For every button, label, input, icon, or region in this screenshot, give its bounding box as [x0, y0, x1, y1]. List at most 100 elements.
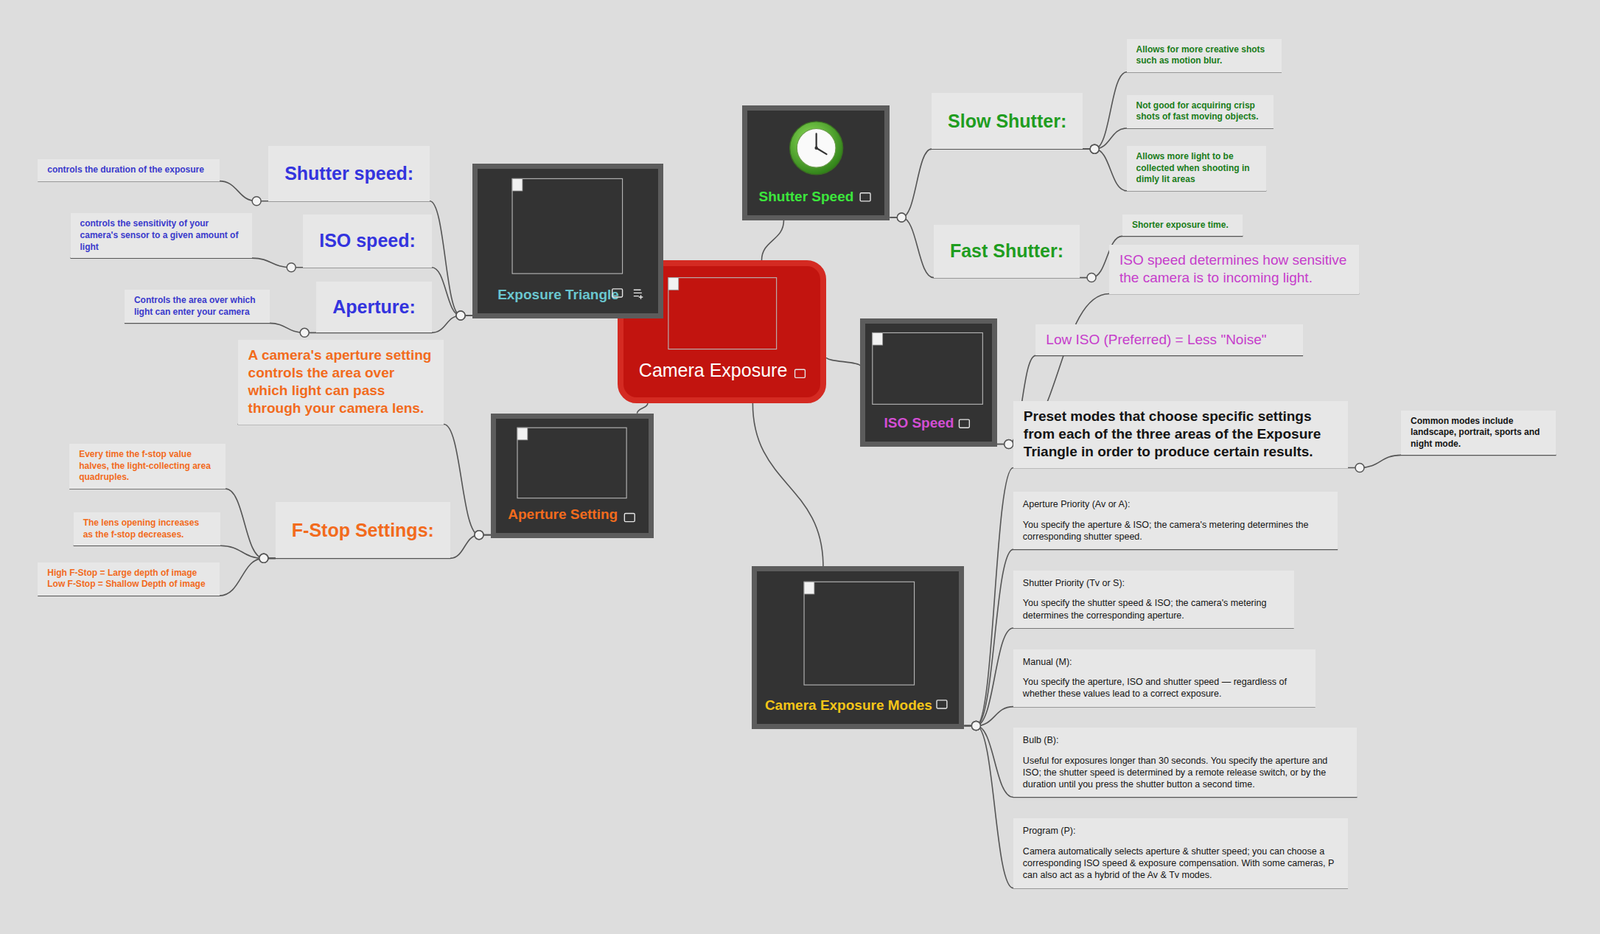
node-text: Fast Shutter:: [949, 240, 1064, 262]
node-text: Aperture:: [332, 296, 416, 318]
branch-connector: [37, 557, 276, 596]
node-text: Camera Exposure: [638, 359, 788, 382]
junction-dot: [259, 553, 269, 563]
junction-dot: [971, 721, 981, 731]
node-text: ISO Speed: [883, 414, 954, 432]
broken-image: [512, 178, 623, 274]
node-text: Shutter Speed: [759, 188, 855, 205]
note-box: controls the sensitivity of your camera'…: [70, 212, 253, 258]
junction-dot: [971, 721, 981, 731]
note-box: controls the duration of the exposure: [37, 159, 219, 182]
junction-dot: [456, 311, 466, 320]
image-badge: [624, 512, 635, 522]
node-text: ISO speed determines how sensitive the c…: [1119, 251, 1349, 287]
node-text: Slow Shutter:: [947, 110, 1067, 132]
statement-box: Low ISO (Preferred) = Less "Noise": [1035, 324, 1303, 356]
image-badges: [612, 193, 970, 709]
node-body-text: You specify the shutter speed & ISO; the…: [1022, 596, 1285, 622]
junction-dot: [299, 327, 309, 337]
node-text: Aperture Setting: [507, 506, 618, 523]
junction-dot: [456, 311, 466, 320]
junction-dot: [252, 196, 261, 206]
note-box: Every time the f-stop value halves, the …: [69, 443, 226, 489]
broken-image-icons: [512, 178, 883, 595]
image-placeholders: [512, 178, 983, 685]
node-text: Allows for more creative shots such as m…: [1136, 44, 1273, 68]
branch-connector: [889, 148, 1083, 218]
clock-face: [796, 128, 836, 169]
broken-image-icon: [872, 332, 883, 345]
node-text: F-Stop Settings:: [291, 519, 435, 541]
note-box: The lens opening increases as the f-stop…: [73, 512, 221, 546]
statement-box: A camera's aperture setting controls the…: [238, 339, 445, 425]
branch-connector: [124, 322, 317, 333]
branch-connector: [70, 257, 304, 268]
clock-hands: [816, 133, 827, 155]
node-text: Exposure Triangle: [497, 286, 620, 303]
junction-dot: [1004, 439, 1014, 449]
junction-dot: [971, 721, 981, 731]
broken-image: [668, 277, 777, 350]
junction-dot: [1090, 144, 1099, 154]
heading-box: F-Stop Settings:: [275, 501, 451, 558]
heading-box: Slow Shutter:: [931, 92, 1083, 149]
note-box: High F-Stop = Large depth of image Low F…: [37, 562, 219, 596]
junction-dot: [896, 212, 906, 222]
heading-box: Aperture:: [316, 281, 432, 333]
mode-box: Program (P): Camera automatically selects…: [1013, 818, 1348, 888]
junction-dot: [456, 311, 466, 320]
node-text: controls the sensitivity of your camera'…: [80, 218, 243, 253]
heading-box: Shutter speed:: [268, 145, 430, 202]
branch-connector: [752, 403, 824, 567]
statement-box: Preset modes that choose specific settin…: [1013, 400, 1348, 468]
image-badge: [958, 419, 970, 428]
branch-connector: [37, 181, 269, 202]
node-body-text: Useful for exposures longer than 30 seco…: [1022, 754, 1348, 791]
node-text: controls the duration of the exposure: [47, 164, 210, 177]
branch-connector: [73, 545, 276, 558]
clock-pin: [814, 146, 818, 150]
junction-dot: [896, 212, 906, 222]
branch-connector: [636, 403, 648, 414]
junction-dot: [259, 553, 269, 563]
junction-dot: [286, 263, 296, 272]
junction-dot: [1355, 463, 1365, 473]
note-box: Controls the area over which light can e…: [124, 289, 270, 323]
junction-dot: [1004, 439, 1014, 449]
junction-dot: [1087, 273, 1096, 283]
note-box: Allows more light to be collected when s…: [1126, 145, 1267, 191]
junction-dot: [971, 721, 981, 731]
junction-dot: [1090, 144, 1099, 154]
topic-box: Camera Exposure Modes: [751, 566, 964, 729]
broken-image: [872, 332, 984, 404]
heading-box: ISO speed:: [302, 214, 432, 268]
junction-dot: [1090, 144, 1099, 154]
node-text: Camera Exposure Modes: [764, 697, 933, 714]
junction-dot: [971, 721, 981, 731]
node-text: Manual (M):: [1022, 655, 1306, 668]
node-text: Shutter speed:: [284, 162, 414, 185]
topic-box: ISO Speed: [860, 318, 998, 447]
image-badge: [936, 700, 948, 709]
clock-rim: [790, 121, 844, 175]
node-text: Program (P):: [1022, 824, 1339, 837]
notes-badge: [633, 289, 643, 299]
image-badge: [860, 193, 871, 202]
junction-dot: [971, 721, 981, 731]
node-body-text: You specify the aperture & ISO; the came…: [1022, 518, 1329, 544]
branch-connector: [963, 549, 1338, 726]
node-text: The lens opening increases as the f-stop…: [83, 517, 211, 541]
node-text: ISO speed:: [319, 229, 416, 252]
node-text: Bulb (B):: [1022, 734, 1348, 746]
topic-box: Aperture Setting: [490, 413, 655, 539]
node-text: High F-Stop = Large depth of image Low F…: [47, 567, 210, 591]
statement-box: ISO speed determines how sensitive the c…: [1109, 244, 1360, 294]
node-text: Controls the area over which light can e…: [134, 294, 261, 318]
node-body-text: Camera automatically selects aperture & …: [1022, 845, 1339, 882]
branch-connector: [963, 725, 1357, 798]
junction-dot: [474, 530, 484, 540]
node-body-text: You specify the aperture, ISO and shutte…: [1022, 675, 1306, 701]
broken-image-icon: [668, 277, 679, 291]
broken-image-icon: [804, 581, 815, 595]
